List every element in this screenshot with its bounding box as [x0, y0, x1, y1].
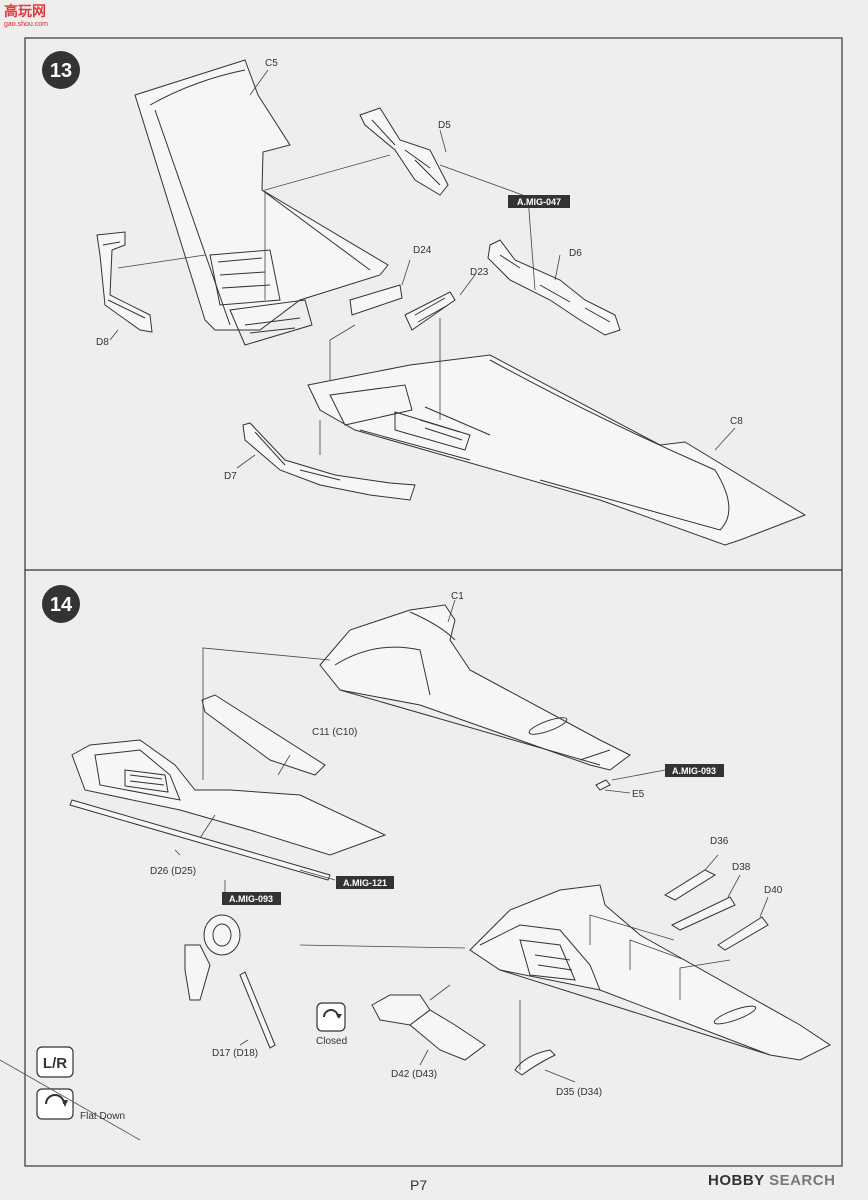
- paint-callout-bg: [336, 876, 394, 889]
- paint-callout-a-mig-047: A.MIG-047: [517, 197, 561, 207]
- step-14-badge: [42, 585, 80, 623]
- part-e5: [595, 779, 611, 791]
- part-d6: [487, 239, 621, 336]
- label-c1: C1: [451, 591, 464, 602]
- site-watermark-brand: 高玩网: [4, 3, 46, 19]
- label-d17: D17 (D18): [212, 1048, 258, 1059]
- page-number: P7: [410, 1177, 428, 1193]
- part-landing-gear: [184, 914, 276, 1049]
- label-d26: D26 (D25): [150, 866, 196, 877]
- paint-callout-bg: [222, 892, 281, 905]
- part-c8: [307, 354, 807, 546]
- part-c11: [201, 694, 326, 776]
- diagonal-guide-line: [0, 1059, 141, 1141]
- label-d7: D7: [224, 471, 237, 482]
- label-d6: D6: [569, 248, 582, 259]
- part-c1: [319, 604, 631, 771]
- step-13: 13: [42, 51, 807, 546]
- step-13-leader-lines: [109, 69, 736, 469]
- label-flat-down: Flat Down: [80, 1111, 125, 1122]
- closed-symbol: [316, 1002, 346, 1032]
- step-14-leader-lines: [174, 599, 769, 1083]
- site-watermark-url: gao.shou.com: [4, 21, 48, 28]
- page-frame: [24, 37, 843, 1167]
- lr-symbol-text: L/R: [43, 1055, 67, 1072]
- part-d7: [242, 422, 416, 501]
- paint-callout-a-mig-093-bottom: A.MIG-093: [229, 894, 273, 904]
- label-closed: Closed: [316, 1036, 347, 1047]
- label-c11: C11 (C10): [312, 727, 357, 738]
- label-d36: D36: [710, 836, 729, 847]
- lr-symbol: L/R: [36, 1046, 74, 1078]
- paint-callout-a-mig-093-top: A.MIG-093: [672, 766, 716, 776]
- label-d42: D42 (D43): [391, 1069, 437, 1080]
- label-d8: D8: [96, 337, 109, 348]
- hobby-search-watermark-part2: SEARCH: [764, 1172, 836, 1189]
- part-d42: [371, 994, 486, 1061]
- paint-callout-a-mig-121: A.MIG-121: [343, 878, 387, 888]
- paint-callout-bg: [508, 195, 570, 208]
- label-d38: D38: [732, 862, 751, 873]
- label-d24: D24: [413, 245, 432, 256]
- part-d24: [349, 284, 403, 316]
- part-d23: [404, 291, 456, 331]
- part-d38: [670, 896, 736, 931]
- label-d40: D40: [764, 885, 783, 896]
- part-d26: [69, 799, 331, 881]
- paint-callout-bg: [665, 764, 724, 777]
- label-c5: C5: [265, 58, 278, 69]
- part-c5: [134, 59, 389, 346]
- part-d8: [96, 231, 153, 333]
- part-wing-bottom-assembly: [469, 884, 831, 1061]
- part-d5: [359, 107, 449, 196]
- site-watermark: 高玩网 gao.shou.com: [4, 4, 48, 32]
- part-lower-wing-assembly: [71, 739, 387, 856]
- label-c8: C8: [730, 416, 743, 427]
- part-d40: [717, 916, 769, 951]
- step-13-number: 13: [50, 60, 72, 82]
- label-d23: D23: [470, 267, 489, 278]
- label-d5: D5: [438, 120, 451, 131]
- part-d35: [514, 1049, 556, 1076]
- label-d35: D35 (D34): [556, 1087, 602, 1098]
- hobby-search-watermark: HOBBY SEARCH: [708, 1172, 835, 1189]
- step-14: 14: [0, 585, 831, 1141]
- label-e5: E5: [632, 789, 645, 800]
- flat-down-symbol: [36, 1088, 74, 1120]
- step-14-number: 14: [50, 594, 73, 616]
- part-d36: [663, 869, 717, 901]
- hobby-search-watermark-part1: HOBBY: [708, 1172, 765, 1189]
- step-13-badge: [42, 51, 80, 89]
